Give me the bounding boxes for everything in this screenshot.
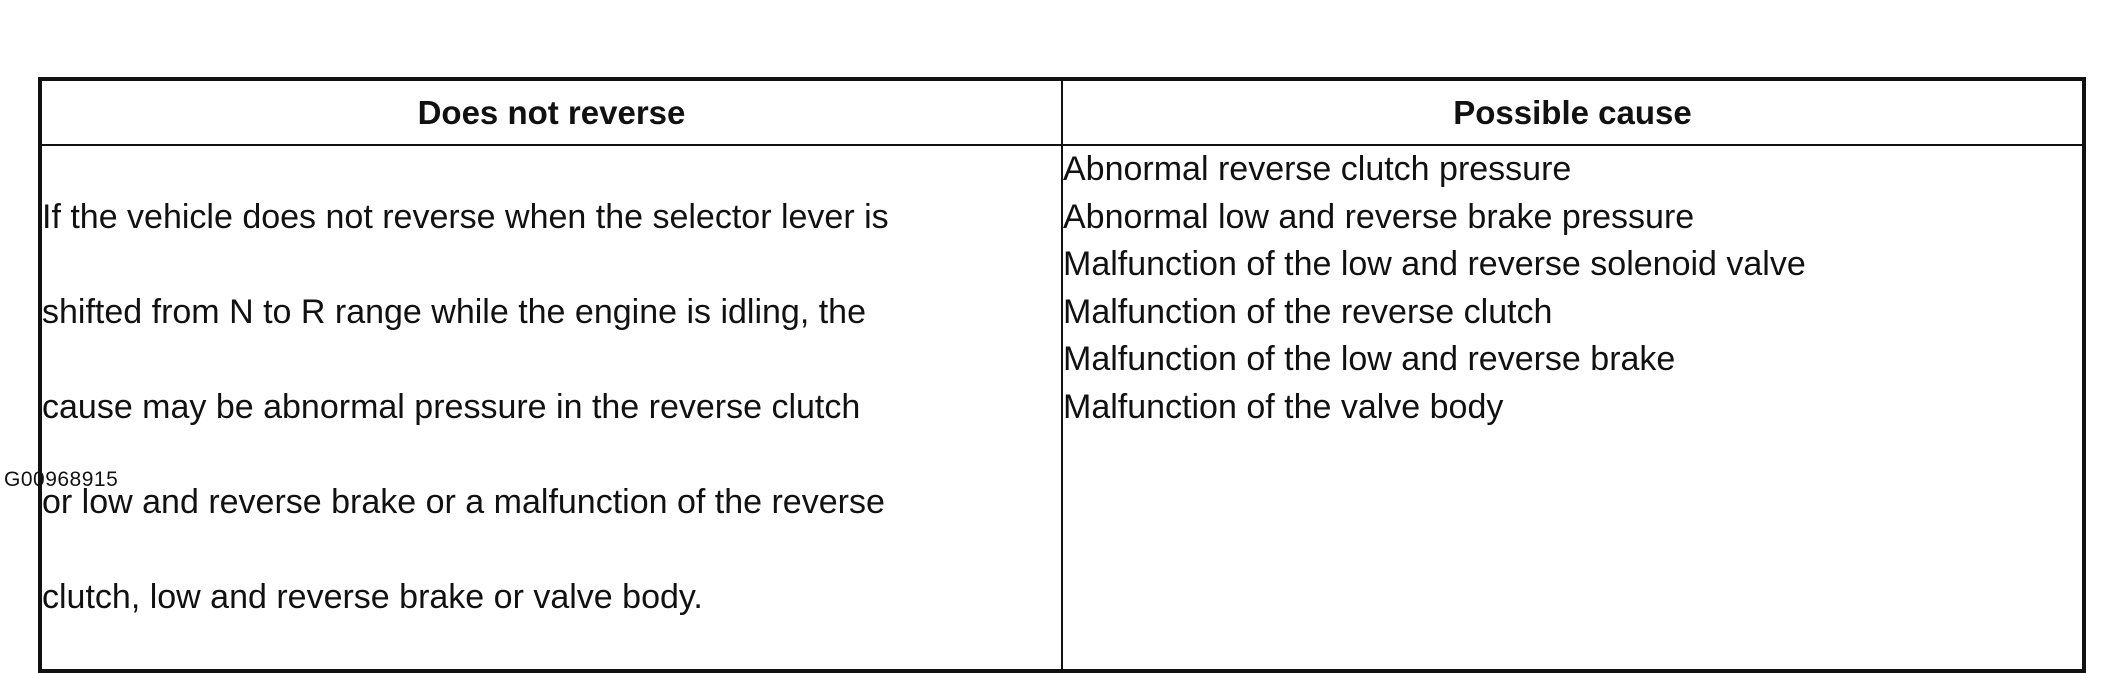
possible-causes-cell: Abnormal reverse clutch pressure Abnorma… (1061, 144, 2085, 672)
symptom-header: Does not reverse (39, 78, 1063, 146)
description-line: If the vehicle does not reverse when the… (42, 197, 889, 236)
table-row: If the vehicle does not reverse when the… (39, 144, 2085, 672)
description-line: shifted from N to R range while the engi… (42, 292, 867, 331)
list-item: Malfunction of the reverse clutch (1063, 292, 1553, 331)
troubleshooting-table: Does not reverse Possible cause If the v… (38, 77, 2086, 673)
description-line: or low and reverse brake or a malfunctio… (42, 482, 885, 521)
description-line: cause may be abnormal pressure in the re… (42, 387, 861, 426)
figure-id: G00968915 (4, 468, 119, 491)
possible-cause-header: Possible cause (1061, 78, 2085, 146)
list-item: Malfunction of the low and reverse solen… (1063, 245, 1806, 283)
possible-causes-list: Abnormal reverse clutch pressure Abnorma… (1063, 146, 2082, 431)
symptom-description: If the vehicle does not reverse when the… (39, 144, 1063, 672)
list-item: Abnormal reverse clutch pressure (1063, 150, 1572, 188)
list-item: Malfunction of the valve body (1063, 387, 1504, 426)
list-item: Malfunction of the low and reverse brake (1063, 340, 1676, 378)
table-header-row: Does not reverse Possible cause (39, 78, 2085, 146)
description-line: clutch, low and reverse brake or valve b… (42, 577, 703, 616)
list-item: Abnormal low and reverse brake pressure (1063, 197, 1695, 236)
